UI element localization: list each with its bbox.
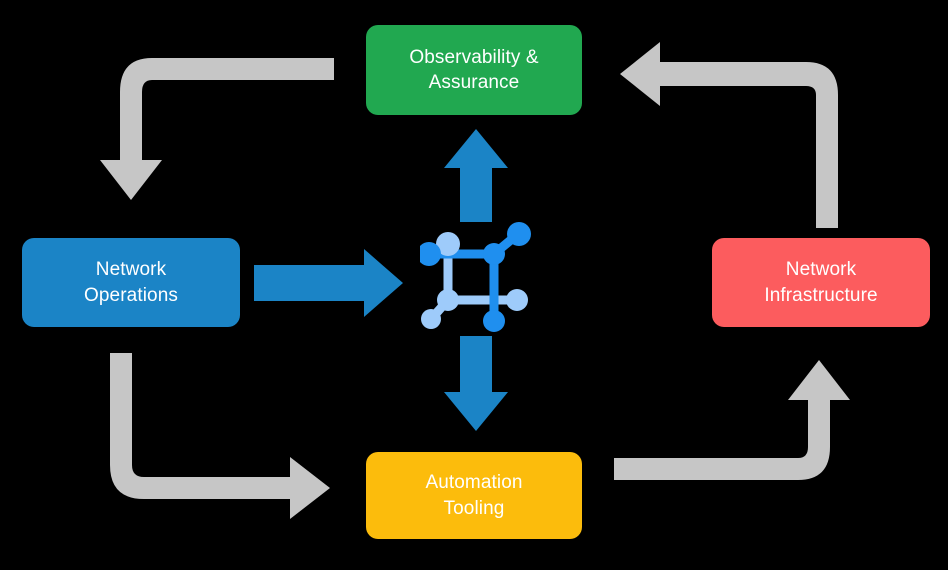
connector-hub-to-observability-arrow [444, 129, 508, 222]
node-automation-tooling-label: Automation Tooling [425, 472, 523, 519]
connector-operations-to-automation-arrow [110, 353, 330, 519]
node-automation-tooling[interactable]: Automation Tooling [366, 452, 582, 539]
node-network-infrastructure-label: Network Infrastructure [764, 259, 878, 306]
connector-automation-to-infrastructure-arrow [614, 360, 850, 480]
node-observability-label: Observability & Assurance [409, 46, 539, 93]
node-network-operations-label: Network Operations [84, 259, 178, 306]
connector-observability-to-operations-arrow [100, 58, 334, 200]
node-network-infrastructure[interactable]: Network Infrastructure [712, 238, 930, 327]
connector-operations-to-hub-arrow [254, 249, 403, 317]
node-network-operations[interactable]: Network Operations [22, 238, 240, 327]
node-observability-and-assurance[interactable]: Observability & Assurance [366, 25, 582, 115]
connector-hub-to-automation-arrow [444, 336, 508, 431]
topology-nodes-bright [420, 222, 531, 332]
topology-nodes-light [421, 232, 528, 329]
connector-infrastructure-to-observability-arrow [620, 42, 838, 228]
network-topology-icon [420, 222, 531, 332]
